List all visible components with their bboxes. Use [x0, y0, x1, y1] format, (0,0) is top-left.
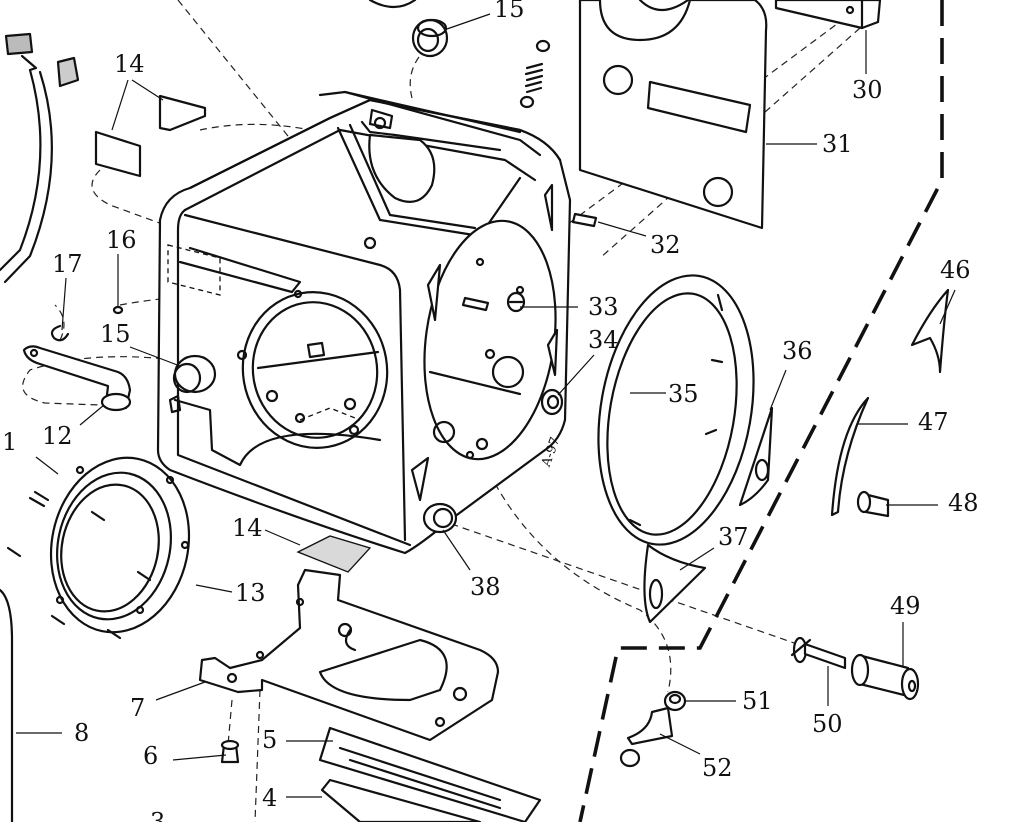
callout-1: 1	[2, 428, 17, 456]
callout-labels: 1 3 4 5 6 7 8 12 13 14 14 15 15 16 17 30…	[2, 0, 979, 822]
callout-49: 49	[890, 592, 921, 620]
callout-50: 50	[812, 710, 843, 738]
callout-33: 33	[588, 293, 619, 321]
main-body-housing	[156, 90, 572, 555]
part-6-pin	[220, 739, 240, 764]
callout-6: 6	[143, 742, 158, 770]
callout-30: 30	[852, 76, 883, 104]
part-14-pad-b	[158, 94, 207, 132]
part-30-latch	[774, 0, 882, 30]
section-separator-dashed	[578, 0, 944, 822]
callout-4: 4	[262, 784, 277, 812]
part-48-pin	[856, 490, 890, 518]
callout-35: 35	[668, 380, 699, 408]
part-13-ring	[49, 456, 191, 634]
part-5-pad-inner	[338, 746, 502, 810]
part-15-grommet-top	[411, 18, 449, 58]
callout-15a: 15	[494, 0, 525, 23]
part-edge-top	[368, 0, 417, 9]
part-7-base-plate	[198, 568, 500, 742]
part-31-plate	[578, 0, 768, 230]
part-36-wedge	[738, 406, 774, 507]
callout-52: 52	[702, 754, 733, 782]
part-37-wedge	[643, 543, 707, 624]
part-49-sleeve	[850, 653, 920, 701]
part-12-lever	[22, 345, 132, 412]
part-4-pad	[320, 778, 482, 822]
callout-48: 48	[948, 489, 979, 517]
callout-37: 37	[718, 523, 749, 551]
callout-5: 5	[262, 726, 277, 754]
part-5-pad	[318, 726, 542, 822]
callout-14b: 14	[232, 514, 263, 542]
callout-32: 32	[650, 231, 681, 259]
callout-14a: 14	[114, 50, 145, 78]
callout-46: 46	[940, 256, 971, 284]
part-17-clip	[50, 324, 70, 342]
callout-47: 47	[918, 408, 949, 436]
part-32-screw	[571, 212, 598, 228]
leader-lines	[16, 13, 956, 798]
callout-34: 34	[588, 326, 619, 354]
part-strap-left	[0, 32, 80, 284]
part-35-ring	[597, 274, 755, 546]
callout-8: 8	[74, 719, 89, 747]
part-screws	[6, 490, 152, 640]
callout-36: 36	[782, 337, 813, 365]
callout-16: 16	[106, 226, 137, 254]
part-spring	[519, 39, 551, 109]
callout-38: 38	[470, 573, 501, 601]
callout-15b: 15	[100, 320, 131, 348]
callout-17: 17	[52, 250, 83, 278]
callout-51: 51	[742, 687, 773, 715]
callout-13: 13	[235, 579, 266, 607]
part-50-shaft	[790, 636, 847, 670]
part-52-clip	[619, 706, 674, 768]
callout-3: 3	[150, 808, 165, 822]
part-14-pad-a	[94, 130, 142, 178]
callout-7: 7	[130, 694, 145, 722]
part-14-pad-c	[296, 535, 372, 573]
part-cover-bottom-left	[0, 588, 14, 822]
part-47-blade	[830, 396, 870, 517]
part-46-fin	[910, 288, 950, 374]
part-16-pin	[112, 305, 124, 315]
callout-31: 31	[822, 130, 853, 158]
callout-12: 12	[42, 422, 73, 450]
